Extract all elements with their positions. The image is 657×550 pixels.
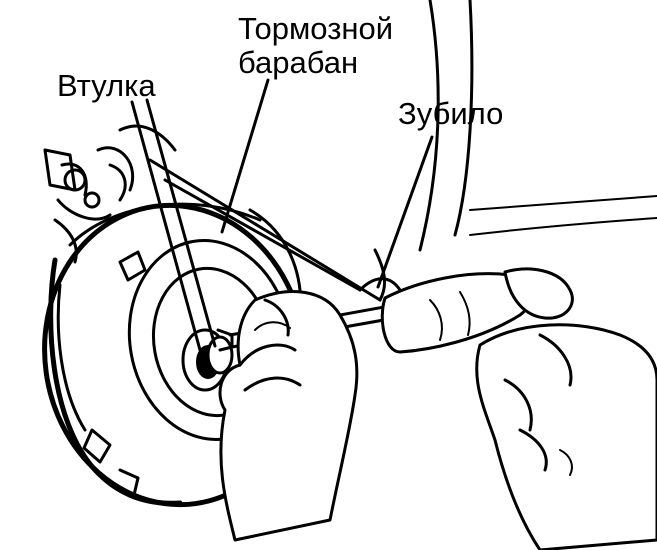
brake-hardware xyxy=(43,146,135,264)
left-hand xyxy=(218,290,359,542)
right-hand xyxy=(475,323,657,550)
brake-drum-label: Тормозной барабан xyxy=(238,12,393,80)
leader-lines xyxy=(130,78,434,352)
bushing-label: Втулка xyxy=(57,68,156,103)
hammer xyxy=(380,267,574,354)
brake-drum-label-line-2: барабан xyxy=(238,45,359,80)
brake-drum-label-line-1: Тормозной xyxy=(238,11,394,46)
chisel-label: Зубило xyxy=(398,96,504,131)
vehicle-frame xyxy=(118,0,657,302)
